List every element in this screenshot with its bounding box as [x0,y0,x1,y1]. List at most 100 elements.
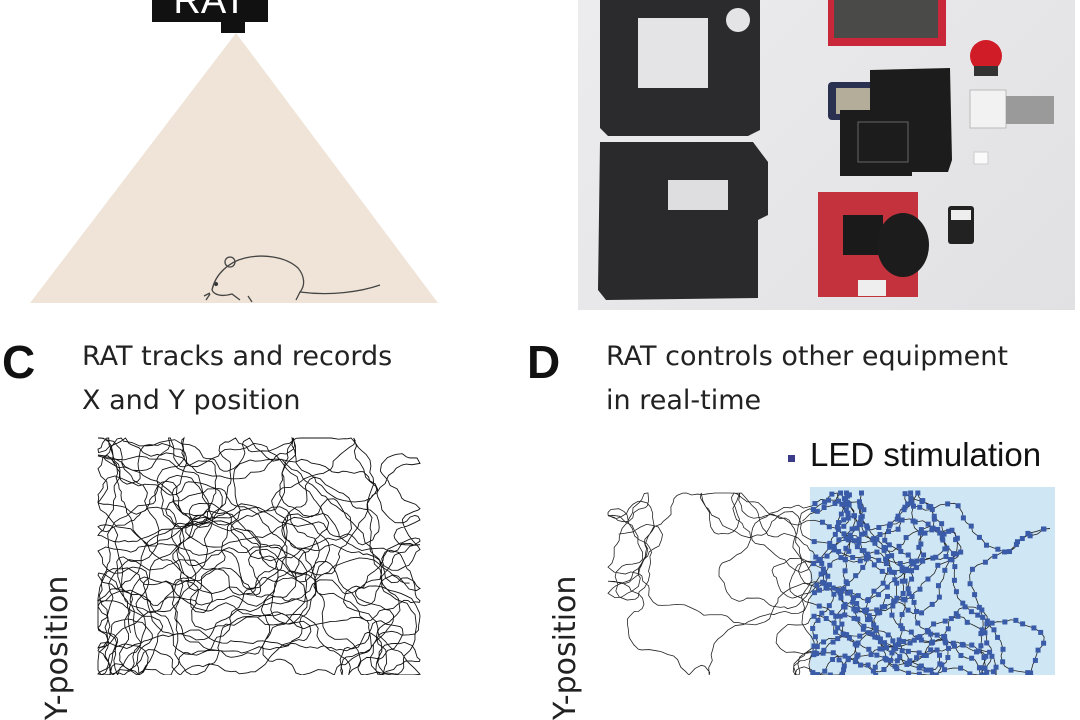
led-stimulation-marker [943,554,949,560]
led-stimulation-marker [893,643,899,649]
led-stimulation-marker [978,643,984,649]
led-stimulation-marker [839,621,845,627]
led-stimulation-marker [954,535,960,541]
led-stimulation-marker [964,619,970,625]
led-stimulation-marker [917,586,923,592]
led-stimulation-marker [831,547,837,553]
led-stimulation-marker [851,538,857,544]
led-stimulation-marker [917,634,923,640]
led-stimulation-marker [901,507,907,513]
led-stimulation-marker [871,588,877,594]
led-stimulation-marker [903,535,909,541]
led-stimulation-marker [843,490,849,496]
led-stimulation-marker [908,629,914,635]
led-stimulation-marker [831,543,837,549]
led-stimulation-marker [865,525,871,531]
led-stimulation-marker [983,542,989,548]
led-stimulation-marker [842,653,848,659]
led-stimulation-marker [857,558,863,564]
led-stimulation-marker [947,557,953,563]
panel-c-title-line2: X and Y position [82,385,301,416]
led-stimulation-marker [833,629,839,635]
led-stimulation-marker [979,627,985,633]
led-stimulation-marker [865,617,871,623]
led-stimulation-marker [870,631,876,637]
led-stimulation-marker [822,668,828,674]
led-stimulation-marker [984,621,990,627]
led-stimulation-marker [858,490,864,496]
panel-d-track-plot [607,487,1055,675]
led-stimulation-marker [858,522,864,528]
led-stimulation-marker [846,548,852,554]
led-stimulation-marker [856,536,862,542]
led-stimulation-marker [930,555,936,561]
led-stimulation-marker [1013,542,1019,548]
led-stimulation-marker [851,615,857,621]
led-stimulation-marker [841,517,847,523]
led-stimulation-marker [894,516,900,522]
led-stimulation-marker [916,544,922,550]
led-stimulation-marker [826,582,832,588]
panel-d-y-axis-label: Y-position [548,575,583,720]
led-stimulation-marker [821,639,827,645]
led-stimulation-marker [844,632,850,638]
led-stimulation-marker [937,530,943,536]
led-stimulation-marker [976,665,982,671]
led-stimulation-marker [816,587,822,593]
led-stimulation-marker [936,594,942,600]
led-stimulation-marker [872,634,878,640]
led-stimulation-marker [933,554,939,560]
microcontroller-board [818,192,929,297]
led-stimulation-marker [991,627,997,633]
led-stimulation-marker [822,499,828,505]
led-stimulation-marker [945,626,951,632]
led-stimulation-marker [909,576,915,582]
led-stimulation-marker [942,638,948,644]
led-stimulation-marker [850,599,856,605]
hardware-components-photo [578,0,1075,310]
led-stimulation-marker [845,590,851,596]
led-stimulation-marker [1035,647,1041,653]
led-stimulation-marker [883,556,889,562]
led-stimulation-marker [908,490,914,496]
led-stimulation-marker [880,580,886,586]
led-stimulation-marker [839,671,845,675]
led-stimulation-marker [845,510,851,516]
led-stimulation-marker [818,571,824,577]
led-stimulation-marker [856,540,862,546]
led-stimulation-marker [896,637,902,643]
led-stimulation-marker [877,636,883,642]
led-stimulation-marker [1002,549,1008,555]
led-stimulation-marker [842,604,848,610]
led-stimulation-marker [930,639,936,645]
led-stimulation-marker [958,549,964,555]
led-stimulation-marker [831,591,837,597]
led-stimulation-marker [843,507,849,513]
led-stimulation-marker [826,603,832,609]
led-stimulation-marker [919,610,925,616]
led-stimulation-marker [942,567,948,573]
led-stimulation-marker [866,646,872,652]
led-stimulation-marker [975,612,981,618]
led-stimulation-marker [850,554,856,560]
led-stimulation-marker [876,557,882,563]
led-stimulation-marker [859,513,865,519]
led-stimulation-marker [1002,619,1008,625]
led-stimulation-marker [899,568,905,574]
led-stimulation-marker [892,577,898,583]
led-stimulation-marker [941,667,947,673]
led-stimulation-marker [993,664,999,670]
led-stimulation-marker [811,643,817,649]
led-stimulation-marker [897,654,903,660]
mouse-drawing [203,255,381,303]
led-stimulation-marker [951,577,957,583]
led-stimulation-marker [854,600,860,606]
led-stimulation-marker [984,618,990,624]
led-stimulation-marker [816,558,822,564]
led-stimulation-marker [905,501,911,507]
led-stimulation-marker [912,519,918,525]
led-stimulation-marker [896,543,902,549]
led-stimulation-marker [843,579,849,585]
led-stimulation-marker [911,637,917,643]
led-stimulation-marker [829,491,835,497]
